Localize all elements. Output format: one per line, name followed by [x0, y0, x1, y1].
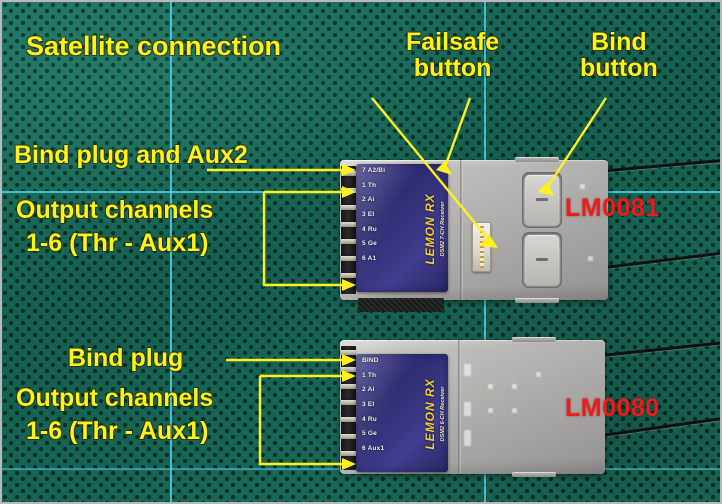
- part-number-lm0080: LM0080: [565, 394, 660, 422]
- pin-label: 6 A1: [362, 255, 377, 263]
- label-satellite-connection: Satellite connection: [26, 31, 282, 61]
- pin-label: 1 Th: [362, 181, 377, 189]
- output-pin-header-lm0081[interactable]: [341, 166, 356, 294]
- case-highlight-mark: [536, 372, 541, 377]
- label-output-channels-bottom-line2: 1-6 (Thr - Aux1): [26, 417, 209, 445]
- case-highlight-mark: [580, 184, 585, 189]
- pin-label: 5 Ge: [362, 240, 377, 248]
- case-seam-line: [460, 160, 463, 300]
- label-output-channels-bottom-line1: Output channels: [16, 384, 214, 412]
- part-number-lm0081: LM0081: [565, 194, 660, 222]
- case-tab-top: [512, 337, 556, 342]
- pin-label: 4 Ru: [362, 415, 377, 423]
- label-failsafe-button: Failsafe button: [406, 28, 500, 83]
- label-bind-button: Bind button: [580, 28, 658, 83]
- pin-label: 2 Ai: [362, 196, 375, 204]
- case-highlight-mark: [464, 430, 471, 446]
- label-output-channels-top-line2: 1-6 (Thr - Aux1): [26, 229, 209, 257]
- case-highlight-mark: [464, 402, 471, 416]
- brand-area-lm0080: LEMON RX DSM2 6-CH Receiver: [415, 360, 446, 468]
- case-highlight-mark: [512, 408, 517, 413]
- pin-label-list-lm0081: 7 A2/Bi 1 Th 2 Ai 3 El 4 Ru 5 Ge 6 A1: [362, 167, 386, 271]
- brand-name: LEMON RX: [423, 193, 437, 265]
- case-highlight-mark: [512, 384, 517, 389]
- pin-label: 4 Ru: [362, 225, 377, 233]
- brand-model-text: DSM2 6-CH Receiver: [440, 386, 446, 442]
- receiver-lm0080[interactable]: BIND 1 Th 2 Ai 3 El 4 Ru 5 Ge 6 Aux1 LEM…: [340, 337, 605, 477]
- label-output-channels-top-line1: Output channels: [16, 196, 214, 224]
- pin-label: 3 El: [362, 401, 375, 409]
- pin-label-list-lm0080: BIND 1 Th 2 Ai 3 El 4 Ru 5 Ge 6 Aux1: [362, 357, 385, 461]
- brand-name: LEMON RX: [423, 378, 437, 450]
- label-bind-plug-and-aux2: Bind plug and Aux2: [14, 141, 248, 169]
- pin-label: 6 Aux1: [362, 445, 385, 453]
- satellite-connector[interactable]: [472, 222, 491, 272]
- case-tab-top: [515, 157, 559, 162]
- receiver-lm0081[interactable]: 7 A2/Bi 1 Th 2 Ai 3 El 4 Ru 5 Ge 6 A1 LE…: [340, 157, 608, 312]
- pin-label: 1 Th: [362, 371, 377, 379]
- pin-label: 2 Ai: [362, 386, 375, 394]
- velcro-strip: [358, 298, 444, 312]
- label-bind-plug: Bind plug: [68, 344, 184, 372]
- pin-label: 5 Ge: [362, 430, 377, 438]
- case-highlight-mark: [588, 256, 593, 261]
- case-highlight-mark: [464, 364, 471, 376]
- pin-label: 7 A2/Bi: [362, 167, 386, 174]
- pin-label: 3 El: [362, 211, 375, 219]
- receiver-lm0080-label-sticker: BIND 1 Th 2 Ai 3 El 4 Ru 5 Ge 6 Aux1 LEM…: [356, 354, 448, 472]
- brand-model-text: DSM2 7-CH Receiver: [440, 201, 446, 257]
- pin-label: BIND: [362, 357, 379, 364]
- brand-area-lm0081: LEMON RX DSM2 7-CH Receiver: [415, 170, 446, 288]
- output-pin-header-lm0080[interactable]: [341, 346, 356, 470]
- case-tab-bottom: [512, 472, 556, 477]
- grid-line-vertical-1: [170, 2, 172, 502]
- case-highlight-mark: [488, 408, 493, 413]
- satellite-connector-pins: [479, 226, 484, 268]
- case-highlight-mark: [488, 384, 493, 389]
- case-seam-line: [458, 340, 461, 474]
- receiver-lm0081-label-sticker: 7 A2/Bi 1 Th 2 Ai 3 El 4 Ru 5 Ge 6 A1 LE…: [356, 164, 448, 292]
- failsafe-button-lm0081[interactable]: [522, 232, 562, 288]
- case-tab-bottom: [515, 298, 559, 303]
- bind-button-lm0081[interactable]: [522, 172, 562, 228]
